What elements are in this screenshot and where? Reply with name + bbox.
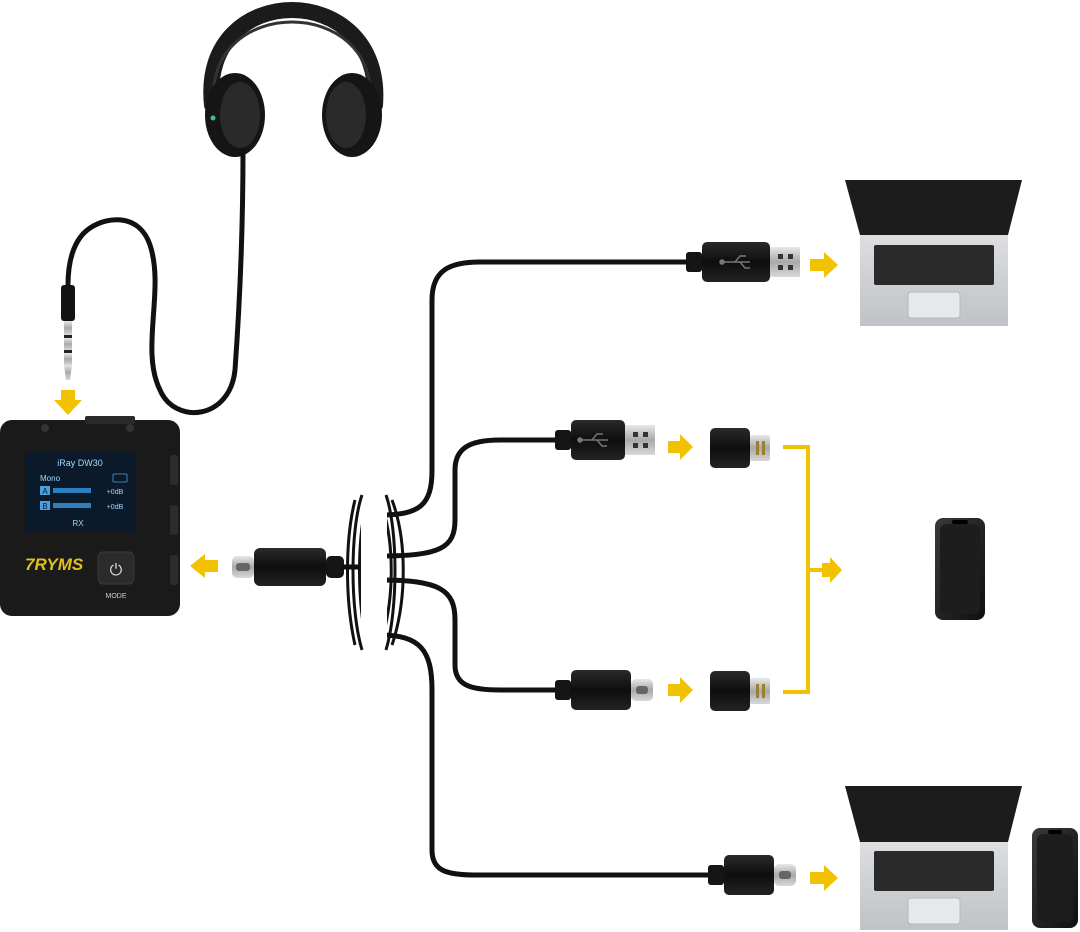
arrow-to-phone	[822, 557, 842, 583]
arrow-to-laptop-top	[810, 252, 838, 278]
headphone-cable	[65, 147, 246, 416]
arrow-to-adapter-2	[668, 677, 693, 703]
channel-mode: Mono	[40, 474, 61, 483]
laptop-top	[845, 180, 1022, 326]
break-curves	[351, 494, 397, 651]
arrow-into-receiver	[54, 390, 82, 415]
mode-label: MODE	[106, 593, 127, 600]
lightning-adapter-1	[710, 428, 770, 468]
receiver-device: iRay DW30 Mono A +0dB B +0dB RX 7RYMS ⏻ …	[0, 416, 180, 616]
headphones	[203, 1, 384, 157]
smartphone-bottom	[1032, 828, 1078, 928]
audio-jack-plug	[61, 285, 75, 380]
power-icon: ⏻	[110, 560, 123, 579]
break-gap	[361, 490, 387, 655]
arrow-to-adapter-1	[668, 434, 693, 460]
arrow-to-receiver-port	[190, 554, 218, 578]
cable-bundle	[341, 259, 711, 878]
usb-a-plug-middle	[555, 420, 655, 460]
channel-b-label: B	[42, 502, 47, 511]
channel-b-gain: +0dB	[107, 504, 124, 511]
usb-a-plug-top	[686, 242, 800, 282]
usb-trident-icon	[719, 255, 750, 269]
laptop-bottom	[845, 786, 1022, 930]
channel-a-gain: +0dB	[107, 489, 124, 496]
power-mode-button: ⏻	[97, 551, 135, 585]
channel-a-label: A	[42, 487, 48, 496]
smartphone-middle	[935, 518, 985, 620]
usb-trident-icon-2	[577, 433, 608, 447]
lightning-adapter-2	[710, 671, 770, 711]
usb-c-plug-lower	[555, 670, 653, 710]
usb-c-plug-bottom	[708, 855, 796, 895]
left-ear-cup	[205, 73, 265, 157]
brand-logo: 7RYMS	[25, 555, 84, 574]
receiver-model: iRay DW30	[57, 458, 103, 468]
unit-label: RX	[72, 519, 84, 528]
yellow-bracket	[783, 445, 822, 694]
receiver-screen: iRay DW30 Mono A +0dB B +0dB RX	[25, 452, 135, 532]
main-usbc-plug	[232, 548, 344, 586]
right-ear-cup	[322, 73, 382, 157]
arrow-to-laptop-bottom	[810, 865, 838, 891]
